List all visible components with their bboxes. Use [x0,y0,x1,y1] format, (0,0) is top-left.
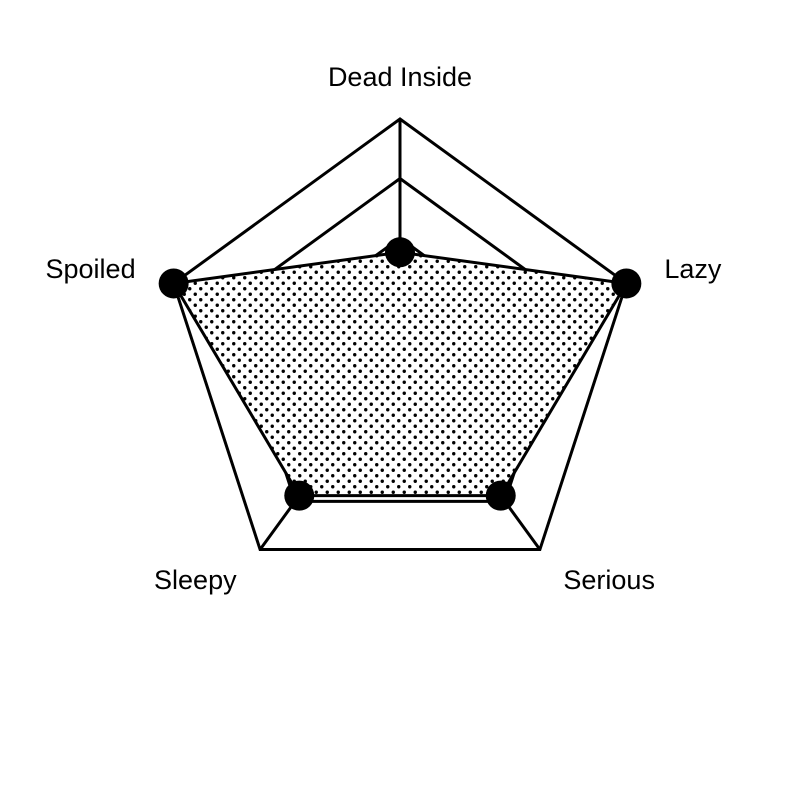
data-series [158,237,642,511]
data-area [172,250,628,498]
data-point-0 [385,237,415,268]
data-point-4 [158,268,189,299]
axis-label-2: Serious [563,565,655,595]
axis-label-1: Lazy [664,254,722,284]
data-point-3 [284,480,315,511]
grid-ring-4 [171,117,629,552]
axis-label-3: Sleepy [154,565,237,595]
axis-label-4: Spoiled [46,254,136,284]
data-point-1 [611,268,642,299]
data-point-2 [485,480,516,511]
axis-label-0: Dead Inside [328,62,472,92]
